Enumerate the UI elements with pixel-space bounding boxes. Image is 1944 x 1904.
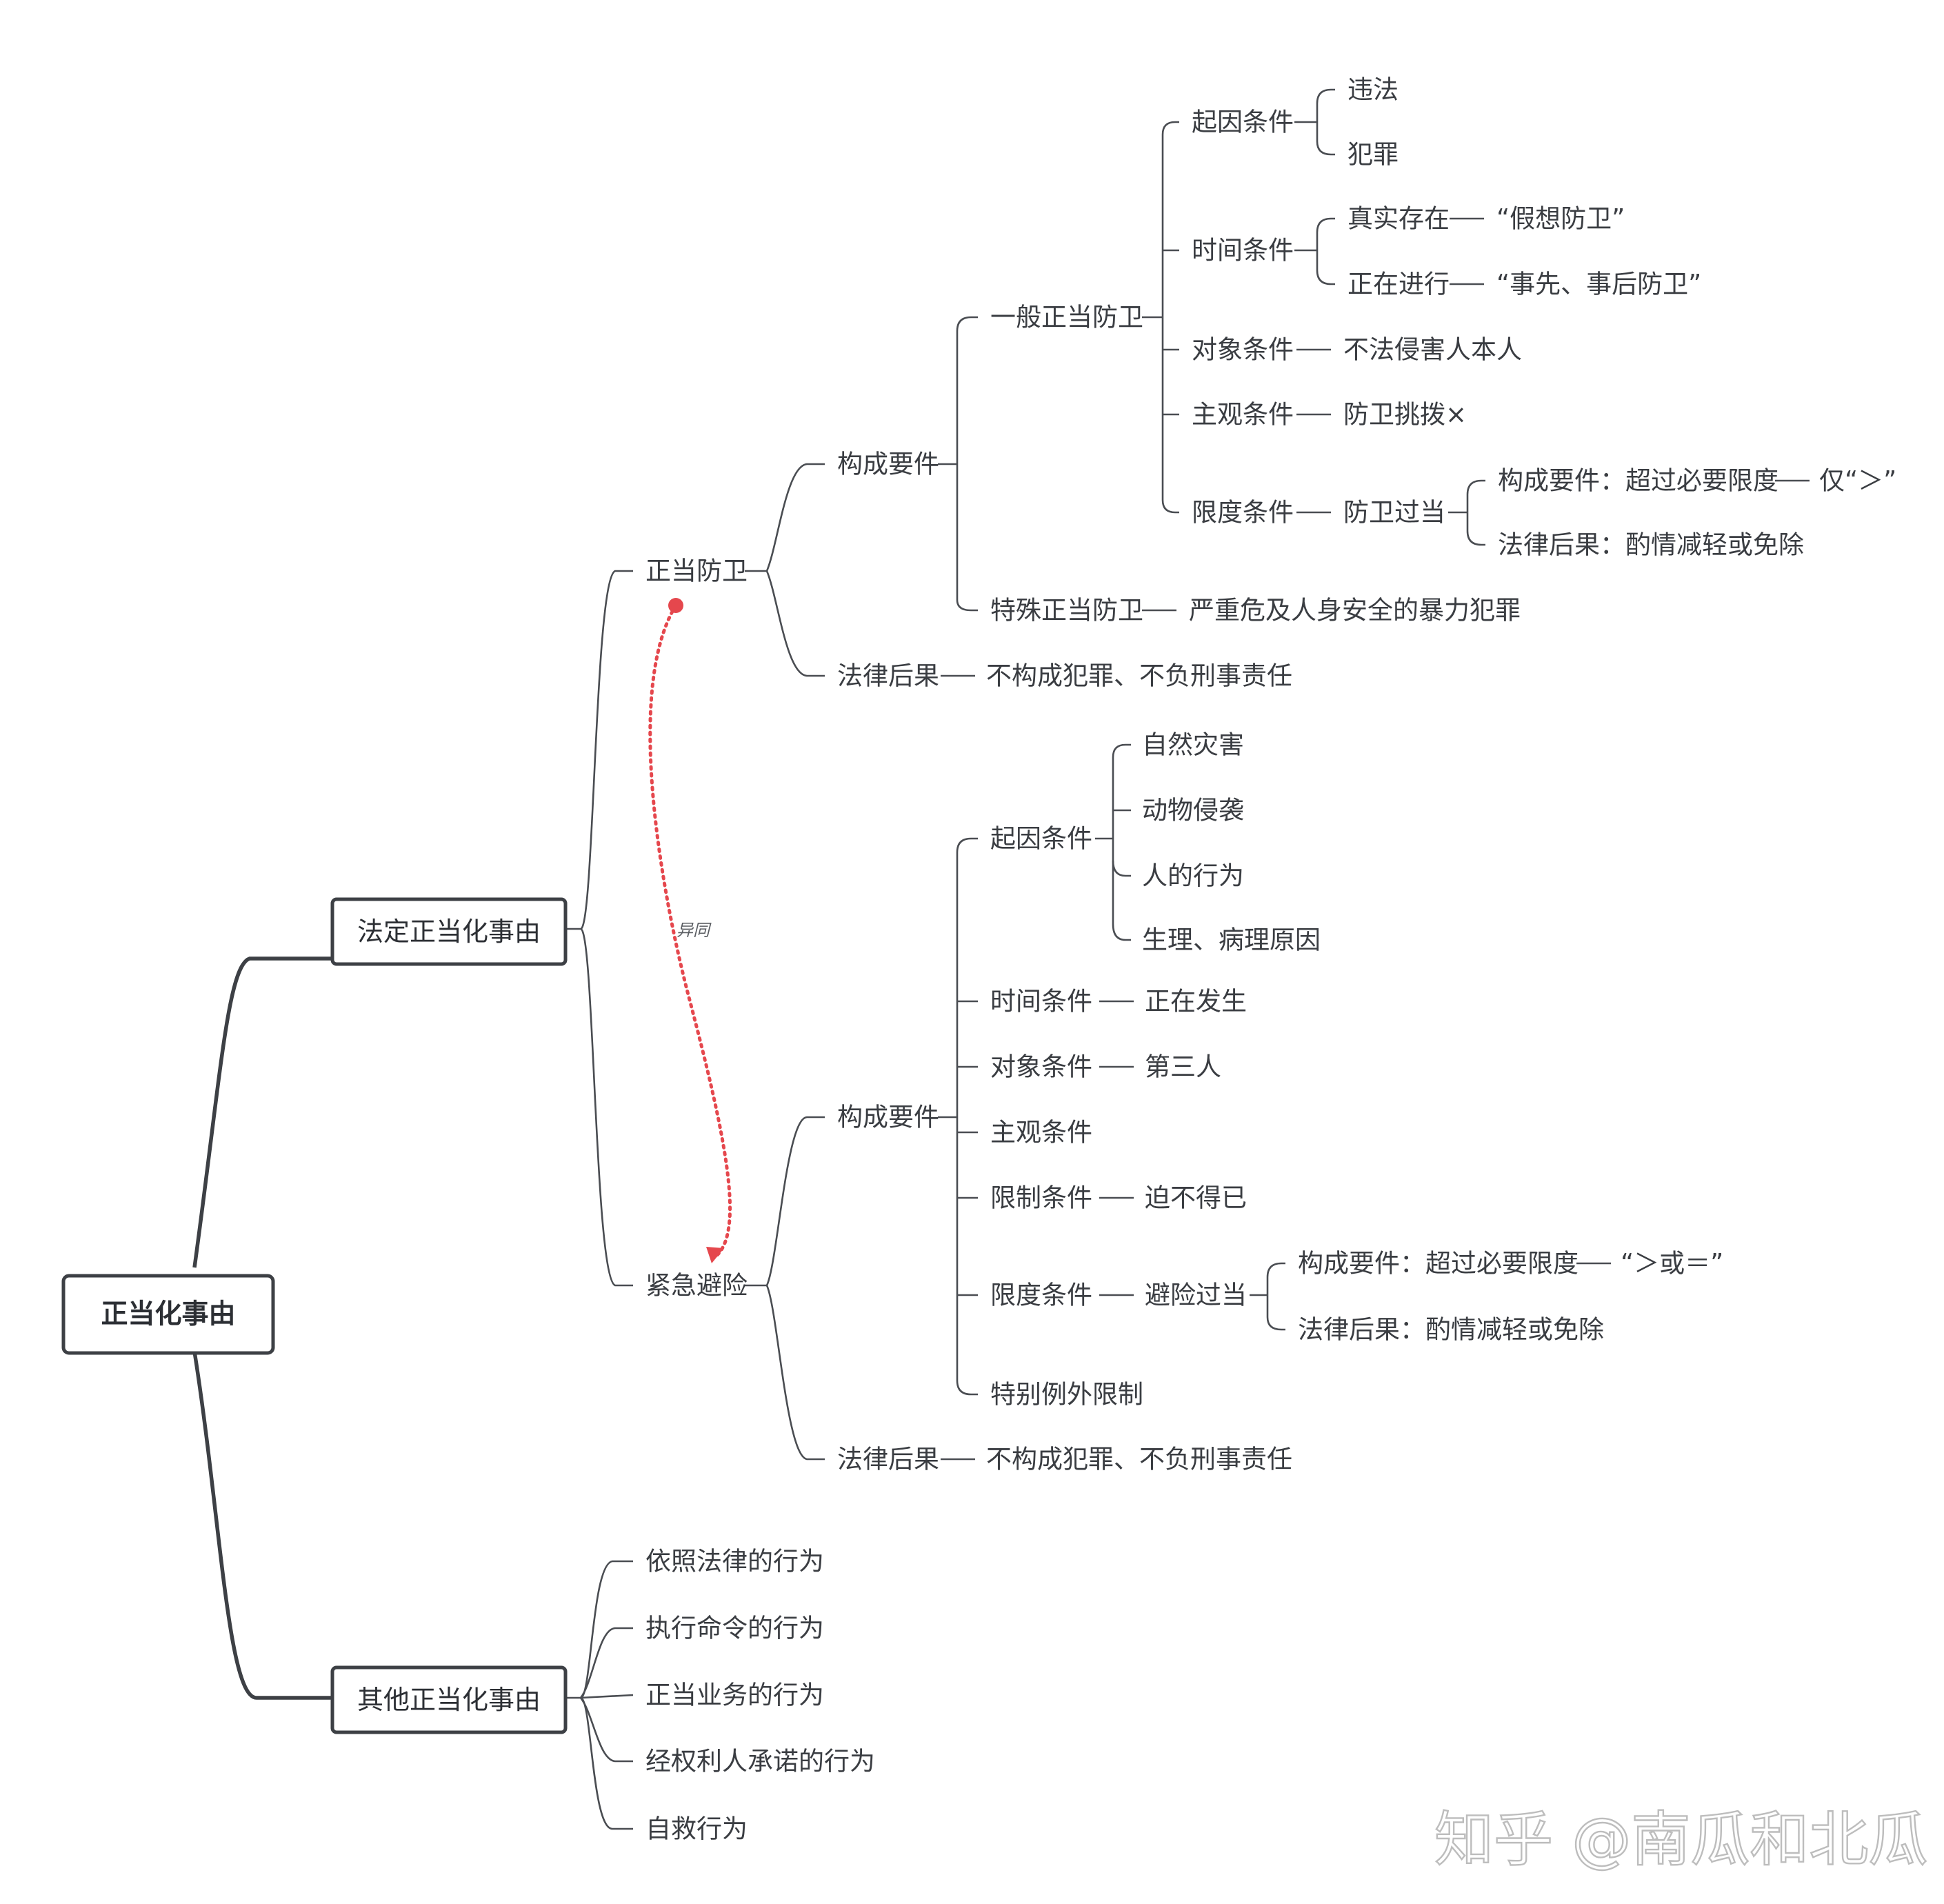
node-excessive-defense[interactable]: 防卫过当 [1343, 498, 1445, 528]
watermark: 知乎 @南瓜和北瓜 [1434, 1805, 1927, 1874]
other-justification-label: 其他正当化事由 [357, 1685, 541, 1715]
node-legitimate-business[interactable]: 正当业务的行为 [645, 1681, 824, 1710]
node-sd-legal-consequence[interactable]: 法律后果 [837, 661, 939, 691]
node-act-by-law[interactable]: 依照法律的行为 [645, 1547, 824, 1576]
node-sd-elements[interactable]: 构成要件 [837, 450, 939, 479]
node-only-greater[interactable]: 仅“＞” [1819, 466, 1896, 496]
node-natural-disaster[interactable]: 自然灾害 [1142, 730, 1244, 760]
node-provoked-defense[interactable]: 防卫挑拨× [1343, 400, 1467, 430]
node-sd-limit-condition[interactable]: 限度条件 [1192, 498, 1294, 528]
root-node[interactable]: 正当化事由 [61, 1274, 275, 1355]
node-greater-or-equal[interactable]: “＞或＝” [1621, 1249, 1723, 1279]
node-nec-time-condition[interactable]: 时间条件 [990, 987, 1092, 1016]
legal-justification-node[interactable]: 法定正当化事由 [330, 897, 568, 966]
node-sd-excess-elements[interactable]: 构成要件：超过必要限度 [1498, 466, 1778, 496]
node-special-self-defense[interactable]: 特殊正当防卫 [990, 596, 1143, 625]
relationship-start-dot [668, 598, 683, 613]
node-animal-attack[interactable]: 动物侵袭 [1142, 796, 1244, 825]
node-last-resort[interactable]: 迫不得已 [1145, 1183, 1247, 1213]
node-human-act[interactable]: 人的行为 [1142, 861, 1244, 891]
node-sd-cause-condition[interactable]: 起因条件 [1192, 108, 1294, 137]
node-nec-restriction-condition[interactable]: 限制条件 [990, 1183, 1092, 1213]
node-nec-cause-condition[interactable]: 起因条件 [990, 824, 1092, 854]
node-imaginary-defense[interactable]: “假想防卫” [1496, 204, 1625, 234]
necessity-branch: 紧急避险 构成要件 起因条件 自然灾害 动物侵袭 人的行为 生理、病理原因 时间… [645, 730, 1723, 1474]
node-excessive-necessity[interactable]: 避险过当 [1145, 1281, 1247, 1310]
node-act-by-order[interactable]: 执行命令的行为 [645, 1614, 824, 1643]
self-defense-branch: 正当防卫 构成要件 一般正当防卫 起因条件 违法 犯罪 时间条件 真实存在 “假… [645, 75, 1896, 691]
relationship-label: 异同 [677, 921, 712, 940]
node-nec-excess-elements[interactable]: 构成要件：超过必要限度 [1298, 1249, 1579, 1279]
node-sd-object-condition[interactable]: 对象条件 [1192, 335, 1294, 365]
node-sd-subjective-condition[interactable]: 主观条件 [1192, 400, 1294, 430]
node-necessity[interactable]: 紧急避险 [645, 1271, 748, 1301]
node-in-progress[interactable]: 正在进行 [1347, 270, 1450, 299]
node-nec-no-liability[interactable]: 不构成犯罪、不负刑事责任 [986, 1445, 1292, 1474]
thin-connectors [565, 88, 1810, 1830]
node-illegal[interactable]: 违法 [1347, 75, 1399, 105]
relationship-line[interactable]: 异同 [648, 598, 732, 1263]
node-nec-object-condition[interactable]: 对象条件 [990, 1052, 1092, 1082]
node-nec-limit-condition[interactable]: 限度条件 [990, 1281, 1092, 1310]
root-node-label: 正当化事由 [101, 1299, 235, 1330]
node-actually-exists[interactable]: 真实存在 [1347, 204, 1450, 234]
node-violent-crime[interactable]: 严重危及人身安全的暴力犯罪 [1189, 596, 1521, 625]
node-special-exception[interactable]: 特别例外限制 [990, 1380, 1143, 1410]
node-self-help[interactable]: 自救行为 [645, 1814, 748, 1844]
node-crime[interactable]: 犯罪 [1347, 140, 1399, 170]
node-nec-subjective-condition[interactable]: 主观条件 [990, 1118, 1092, 1148]
root-to-other-connector [192, 1351, 332, 1700]
node-sd-no-liability[interactable]: 不构成犯罪、不负刑事责任 [986, 661, 1292, 691]
root-to-legal-connector [192, 956, 332, 1268]
other-justification-node[interactable]: 其他正当化事由 [330, 1665, 568, 1734]
node-nec-excess-consequence[interactable]: 法律后果：酌情减轻或免除 [1298, 1315, 1604, 1345]
node-sd-excess-consequence[interactable]: 法律后果：酌情减轻或免除 [1498, 530, 1804, 560]
node-physiological-cause[interactable]: 生理、病理原因 [1142, 925, 1321, 955]
relationship-arrowhead [706, 1247, 724, 1263]
node-sd-time-condition[interactable]: 时间条件 [1192, 236, 1294, 265]
legal-justification-label: 法定正当化事由 [357, 916, 541, 947]
node-occurring[interactable]: 正在发生 [1145, 987, 1247, 1016]
node-self-defense[interactable]: 正当防卫 [645, 557, 748, 586]
node-infringer-himself[interactable]: 不法侵害人本人 [1343, 335, 1522, 365]
node-consent-act[interactable]: 经权利人承诺的行为 [645, 1747, 875, 1776]
node-general-self-defense[interactable]: 一般正当防卫 [990, 303, 1143, 332]
other-branch: 依照法律的行为 执行命令的行为 正当业务的行为 经权利人承诺的行为 自救行为 [645, 1547, 875, 1844]
node-before-after-defense[interactable]: “事先、事后防卫” [1496, 270, 1701, 299]
node-third-party[interactable]: 第三人 [1145, 1052, 1221, 1082]
node-nec-elements[interactable]: 构成要件 [837, 1103, 939, 1132]
trunk-connectors [192, 956, 332, 1700]
node-nec-legal-consequence[interactable]: 法律后果 [837, 1445, 939, 1474]
